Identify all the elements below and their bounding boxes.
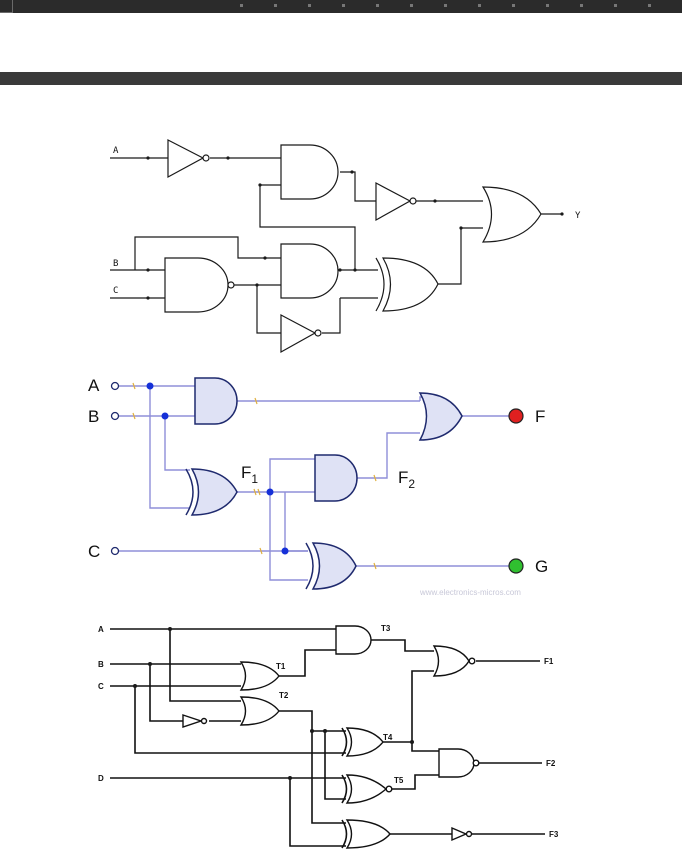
c3-output-f3-label: F3 (549, 830, 559, 839)
c3-input-b-label: B (98, 660, 104, 669)
c2-wire-ticks (132, 382, 377, 570)
c2-wires (119, 385, 509, 581)
c1-or-gate-out (481, 186, 542, 243)
c1-input-b-label: B (113, 259, 118, 269)
c2-output-g-led (508, 558, 524, 574)
c3-input-c-label: C (98, 682, 104, 691)
c2-or-gate-f (418, 392, 463, 441)
separator-band (0, 72, 682, 85)
c1-input-c-label: C (113, 286, 118, 296)
c3-not-gate-b (182, 714, 208, 728)
c3-output-f1-label: F1 (544, 657, 554, 666)
c2-and-gate-top (194, 377, 238, 425)
c2-f1-label: F1 (241, 463, 258, 486)
c2-input-b-label: B (88, 407, 99, 426)
c3-wires (110, 628, 545, 847)
c3-junctions (133, 627, 414, 780)
c2-xor-gate-g (305, 542, 357, 590)
c2-output-leds (508, 408, 524, 574)
c3-output-f2-label: F2 (546, 759, 556, 768)
c2-watermark: www.electronics-micros.com (419, 588, 521, 597)
c3-nor-gate-f1 (432, 645, 476, 677)
c3-not-gate-f3 (451, 826, 473, 842)
c2-output-f-led (508, 408, 524, 424)
c1-nand-gate (164, 257, 235, 313)
c2-inputs (110, 381, 120, 556)
c3-input-d-label: D (98, 774, 104, 783)
c3-or-gate-t2 (239, 696, 280, 726)
title-bar-controls (240, 4, 660, 7)
c2-junctions (146, 382, 289, 555)
c1-wires (110, 157, 562, 334)
c1-not-gate-bottom (280, 314, 322, 354)
window-title-bar (0, 0, 682, 13)
c1-junctions (146, 156, 564, 300)
c1-input-a-label: A (113, 146, 119, 156)
c2-f2-label: F2 (398, 468, 415, 491)
c2-xor-gate-f1 (185, 468, 238, 516)
c1-not-gate-mid (375, 182, 417, 222)
c3-xor-gate-f3 (341, 819, 391, 849)
c3-input-a-label: A (98, 625, 104, 634)
c3-t1-label: T1 (276, 662, 286, 671)
c2-output-f-label: F (535, 407, 545, 426)
c3-t5-label: T5 (394, 776, 404, 785)
c3-or-gate-t1 (239, 661, 280, 691)
c2-output-g-label: G (535, 557, 548, 576)
c1-output-y-label: Y (575, 211, 581, 221)
c3-nand-gate-f2 (438, 748, 480, 778)
c3-xor-gate-t4 (341, 727, 384, 757)
c1-and-gate-top (280, 144, 339, 200)
c2-input-a-label: A (88, 376, 100, 395)
c2-and-gate-f2 (314, 454, 358, 502)
c3-xnor-gate-t5 (341, 774, 393, 804)
c1-and-gate-mid (280, 243, 339, 299)
window-icon (0, 0, 13, 13)
c3-t3-label: T3 (381, 624, 391, 633)
c3-and-gate-t3 (335, 625, 372, 655)
c3-t2-label: T2 (279, 691, 289, 700)
c2-input-c-label: C (88, 542, 100, 561)
c1-xor-gate (375, 257, 439, 312)
c1-not-gate-a (167, 139, 210, 179)
c3-t4-label: T4 (383, 733, 393, 742)
